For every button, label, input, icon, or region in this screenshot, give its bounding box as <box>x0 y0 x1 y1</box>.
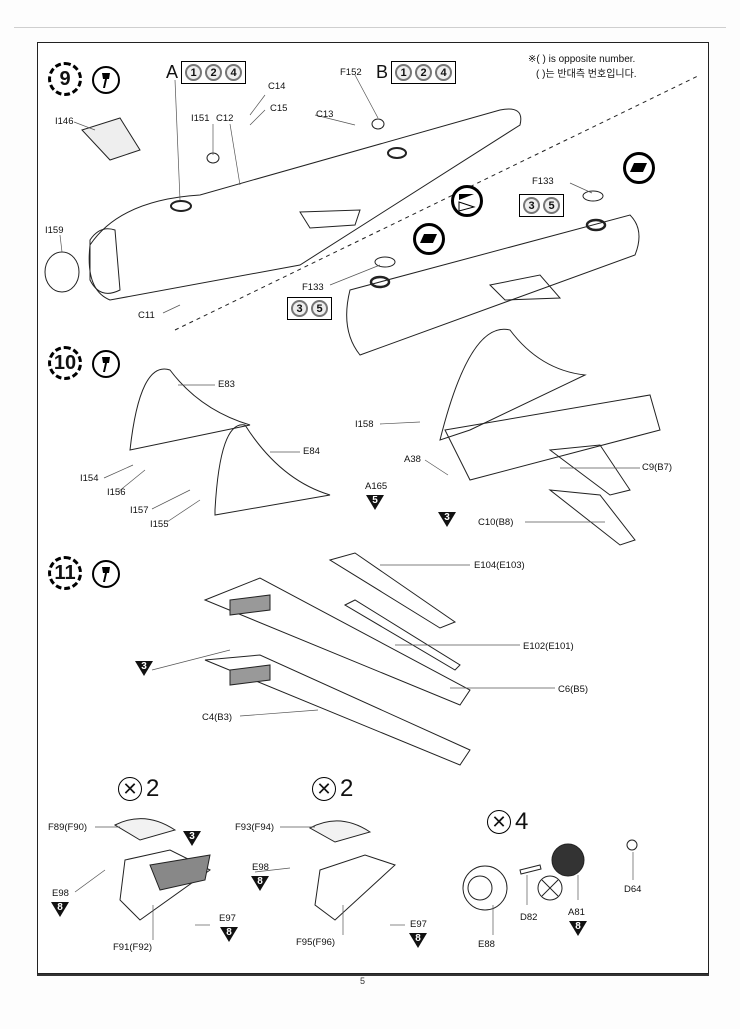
part-label: I157 <box>130 505 149 516</box>
step-9-number: 9 <box>48 62 82 96</box>
part-label: F91(F92) <box>113 942 153 953</box>
part-label: I151 <box>191 113 210 124</box>
note-korean: ( )는 반대측 번호입니다. <box>536 69 637 80</box>
part-label: D64 <box>624 884 642 895</box>
quantity-value: 4 <box>515 808 529 835</box>
quantity-indicator: ✕2 <box>312 775 353 803</box>
marking-badge: 1 <box>185 64 202 81</box>
step-ref-triangle: 8 <box>569 921 587 936</box>
part-label: I146 <box>55 116 74 127</box>
step-ref-number: 8 <box>57 902 63 913</box>
cement-icon <box>92 560 120 588</box>
step-ref-triangle: 8 <box>220 927 238 942</box>
quantity-indicator: ✕2 <box>118 775 159 803</box>
quantity-value: 2 <box>146 775 160 802</box>
part-label: E84 <box>303 446 320 457</box>
marking-badge: 5 <box>311 300 328 317</box>
quantity-value: 2 <box>340 775 354 802</box>
opposite-number-note: ※( ) is opposite number. ( )는 반대측 번호입니다. <box>528 52 637 82</box>
marking-badge: 1 <box>395 64 412 81</box>
decal-icon <box>413 223 445 255</box>
marking-badge: 2 <box>415 64 432 81</box>
step-10-number: 10 <box>48 346 82 380</box>
part-label: C4(B3) <box>202 712 233 723</box>
part-label: I159 <box>45 225 64 236</box>
step-ref-number: 8 <box>415 933 421 944</box>
quantity-indicator: ✕4 <box>487 808 528 836</box>
multiply-icon: ✕ <box>118 777 142 801</box>
step-ref-triangle: 8 <box>409 933 427 948</box>
part-label: F152 <box>340 67 362 78</box>
step-ref-triangle: 3 <box>438 512 456 527</box>
part-label: I154 <box>80 473 99 484</box>
decal-icon <box>623 152 655 184</box>
variant-b-letter: B <box>376 62 389 82</box>
part-label: I155 <box>150 519 169 530</box>
part-label: A38 <box>404 454 421 465</box>
part-label: C11 <box>138 310 155 321</box>
variant-b-markings: 1 2 4 <box>391 61 456 84</box>
step-ref-number: 3 <box>141 661 147 672</box>
part-label: C6(B5) <box>558 684 589 695</box>
step-ref-triangle: 3 <box>135 661 153 676</box>
multiply-icon: ✕ <box>312 777 336 801</box>
cement-icon <box>92 66 120 94</box>
footer-rule <box>37 974 709 976</box>
part-label: E88 <box>478 939 495 950</box>
top-rule <box>14 27 726 28</box>
step-ref-number: 8 <box>257 876 263 887</box>
variant-a-letter: A <box>166 62 179 82</box>
step-ref-number: 5 <box>372 495 378 506</box>
alt-markings-lower: 3 5 <box>287 297 332 320</box>
marking-badge: 3 <box>523 197 540 214</box>
view-direction-icon <box>451 185 483 217</box>
step-ref-number: 3 <box>444 512 450 523</box>
part-label: E98 <box>252 862 269 873</box>
marking-badge: 2 <box>205 64 222 81</box>
step-ref-triangle: 3 <box>183 831 201 846</box>
part-label: I158 <box>355 419 374 430</box>
step-ref-number: 3 <box>189 831 195 842</box>
part-label: E98 <box>52 888 69 899</box>
part-label: F93(F94) <box>235 822 275 833</box>
part-label: E102(E101) <box>523 641 574 652</box>
step-ref-number: 8 <box>226 927 232 938</box>
step-ref-number: 8 <box>575 921 581 932</box>
part-label: C12 <box>216 113 234 124</box>
part-label: F133 <box>532 176 554 187</box>
step-11-number: 11 <box>48 556 82 590</box>
alt-markings-upper: 3 5 <box>519 194 564 217</box>
part-label: E83 <box>218 379 235 390</box>
marking-badge: 3 <box>291 300 308 317</box>
page-number: 5 <box>360 976 366 986</box>
step-ref-triangle: 8 <box>51 902 69 917</box>
note-english: ※( ) is opposite number. <box>528 54 636 65</box>
part-label: F95(F96) <box>296 937 336 948</box>
step-ref-triangle: 8 <box>251 876 269 891</box>
part-label: C9(B7) <box>642 462 673 473</box>
part-label: E97 <box>219 913 236 924</box>
multiply-icon: ✕ <box>487 810 511 834</box>
step-ref-triangle: 5 <box>366 495 384 510</box>
part-label: A81 <box>568 907 585 918</box>
part-label: C15 <box>270 103 288 114</box>
variant-a-markings: 1 2 4 <box>181 61 246 84</box>
part-label: D82 <box>520 912 538 923</box>
cement-icon <box>92 350 120 378</box>
part-label: E104(E103) <box>474 560 525 571</box>
part-label: C14 <box>268 81 286 92</box>
part-label: I156 <box>107 487 126 498</box>
part-label: C10(B8) <box>478 517 514 528</box>
marking-badge: 4 <box>225 64 242 81</box>
part-label: F89(F90) <box>48 822 88 833</box>
part-label: C13 <box>316 109 334 120</box>
part-label: F133 <box>302 282 324 293</box>
marking-badge: 4 <box>435 64 452 81</box>
part-label: A165 <box>365 481 388 492</box>
part-label: E97 <box>410 919 427 930</box>
marking-badge: 5 <box>543 197 560 214</box>
